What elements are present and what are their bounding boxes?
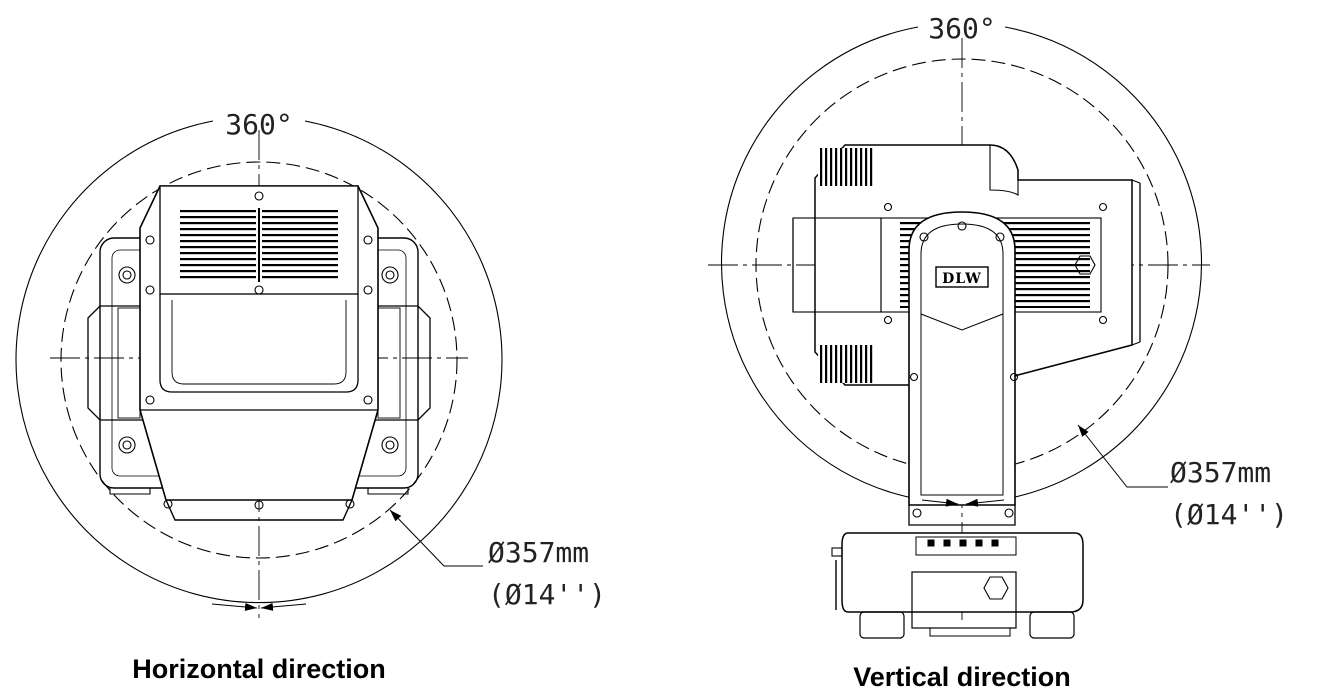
rotation-circle [15, 120, 503, 604]
diameter-inch-label-vertical: (Ø14'') [1170, 498, 1288, 531]
upper-fins [818, 148, 873, 186]
rotation-label-vertical: 360° [928, 12, 995, 45]
diameter-leader-vertical [1077, 424, 1168, 488]
diameter-inch-label: (Ø14'') [488, 578, 606, 611]
diameter-leader [389, 509, 483, 567]
yoke-arm [908, 211, 1016, 506]
left-vent-grille [180, 210, 256, 280]
right-handle [372, 305, 431, 421]
horizontal-caption: Horizontal direction [132, 654, 386, 684]
rotation-label: 360° [225, 108, 292, 141]
right-vent-grille [262, 210, 338, 280]
brand-logo-text: DLW [942, 271, 982, 287]
brand-logo-box [935, 266, 989, 288]
clearance-circle [60, 161, 458, 559]
horizontal-view [15, 120, 503, 618]
vertical-caption: Vertical direction [853, 662, 1071, 692]
diameter-mm-label: Ø357mm [488, 536, 589, 569]
vertical-view [708, 26, 1210, 639]
lower-fins [818, 345, 873, 383]
left-handle [87, 305, 146, 421]
diameter-mm-label-vertical: Ø357mm [1170, 456, 1271, 489]
